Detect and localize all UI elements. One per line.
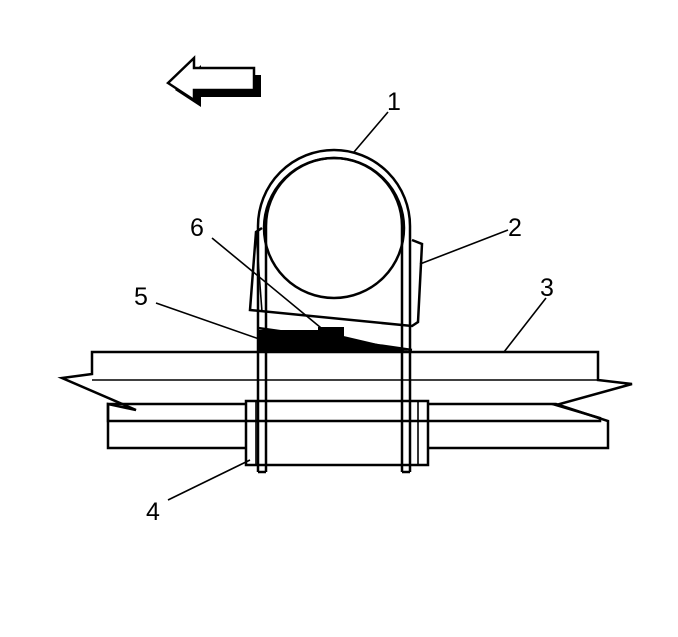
callout-3: 3	[540, 274, 554, 302]
callout-1: 1	[387, 88, 401, 116]
callout-labels: 1 2 3 4 5 6	[134, 88, 554, 526]
callout-4: 4	[146, 498, 160, 526]
arrow-left-icon	[166, 55, 261, 107]
leader-lines	[155, 111, 547, 501]
callout-5: 5	[134, 283, 148, 311]
leaf-spring	[57, 350, 633, 423]
callout-6: 6	[190, 214, 204, 242]
u-bolt	[256, 148, 412, 474]
clamp-plate	[244, 399, 430, 467]
callout-2: 2	[508, 214, 522, 242]
